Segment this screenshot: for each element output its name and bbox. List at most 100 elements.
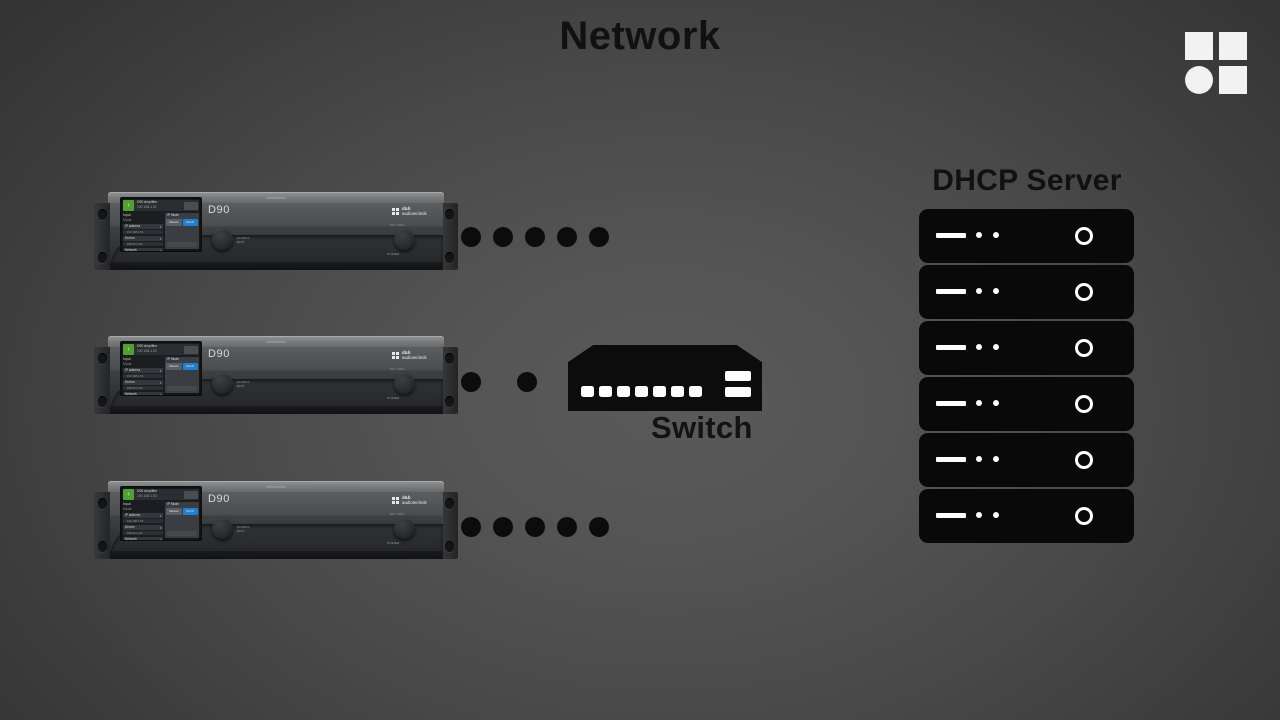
switch-port-icon[interactable] <box>653 386 666 397</box>
data-dot <box>525 227 545 247</box>
screen-menu-row[interactable]: Network <box>123 537 163 540</box>
data-trail-3 <box>461 517 609 537</box>
screen-dialog-confirm-button[interactable] <box>167 531 197 536</box>
brand-logo <box>1185 32 1247 94</box>
amp-scroll-knob-label-1: SCROLL <box>237 236 251 240</box>
data-dot <box>461 372 481 392</box>
screen-dialog-button-manual[interactable]: Manual <box>166 508 182 515</box>
screen-dialog-button-manual[interactable]: Manual <box>166 363 182 370</box>
screen-ok-button[interactable] <box>184 490 198 499</box>
screen-menu-row-value: 192.168.1.51 <box>123 230 163 234</box>
server-unit[interactable] <box>919 209 1134 263</box>
screen-dialog-button-dhcp[interactable]: DHCP <box>182 219 198 226</box>
screen-dialog[interactable]: IP Mode Manual DHCP <box>165 357 199 393</box>
power-ring-icon[interactable] <box>1075 395 1093 413</box>
slot-bar-icon <box>936 345 966 350</box>
switch-port-icon[interactable] <box>671 386 684 397</box>
power-ring-icon[interactable] <box>1075 227 1093 245</box>
status-led-icon <box>993 232 999 238</box>
server-unit[interactable] <box>919 265 1134 319</box>
screen-dialog-button-dhcp[interactable]: DHCP <box>182 508 198 515</box>
amp-power-knob-label-1: ON / OFF <box>390 367 405 371</box>
brand-grid-icon <box>392 497 399 505</box>
status-led-icon <box>993 288 999 294</box>
brand-grid-icon <box>392 352 399 360</box>
amplifier-unit-2[interactable]: ‹ D90 Amplifier 192.168.1.52 Input Mode … <box>94 336 458 414</box>
rack-screw-hole-icon <box>98 498 107 509</box>
amp-brand-line-2: audiotechnik <box>402 210 427 216</box>
network-switch[interactable] <box>568 345 762 411</box>
amp-power-knob[interactable] <box>394 373 415 394</box>
screen-title-text: D90 Amplifier 192.168.1.53 <box>136 489 182 500</box>
screen-subtitle: 192.168.1.53 <box>137 494 157 498</box>
rack-screw-hole-icon <box>445 252 454 263</box>
power-ring-icon[interactable] <box>1075 451 1093 469</box>
screen-ok-button[interactable] <box>184 201 198 210</box>
amp-chassis-bottom <box>110 262 443 270</box>
amplifier-unit-1[interactable]: ‹ D90 Amplifier 192.168.1.51 Input Mode … <box>94 192 458 270</box>
rack-screw-hole-icon <box>98 209 107 220</box>
amp-power-knob[interactable] <box>394 518 415 539</box>
screen-menu-list[interactable]: Input Mode IP address 192.168.1.52 Devic… <box>123 357 163 395</box>
server-unit[interactable] <box>919 489 1134 543</box>
power-ring-icon[interactable] <box>1075 283 1093 301</box>
status-led-icon <box>976 232 982 238</box>
back-arrow-icon[interactable]: ‹ <box>123 200 134 211</box>
screen-menu-row[interactable]: Network <box>123 248 163 251</box>
switch-port-icon[interactable] <box>581 386 594 397</box>
dhcp-server-stack[interactable] <box>919 209 1134 543</box>
screen-menu-subheading: Mode <box>123 361 132 366</box>
screen-dialog-buttons[interactable]: Manual DHCP <box>166 363 198 370</box>
switch-port-row[interactable] <box>581 386 702 397</box>
power-ring-icon[interactable] <box>1075 507 1093 525</box>
status-led-icon <box>993 344 999 350</box>
rack-ear-left <box>94 492 111 559</box>
amp-brand-line-2: audiotechnik <box>402 499 427 505</box>
amp-display-screen[interactable]: ‹ D90 Amplifier 192.168.1.51 Input Mode … <box>120 197 202 252</box>
screen-menu-row-value: D90 Amp 03 <box>123 531 163 535</box>
server-unit[interactable] <box>919 433 1134 487</box>
amp-scroll-knob[interactable] <box>212 518 233 539</box>
server-unit[interactable] <box>919 377 1134 431</box>
screen-menu-row-value: D90 Amp 02 <box>123 386 163 390</box>
back-arrow-icon[interactable]: ‹ <box>123 489 134 500</box>
amplifier-unit-3[interactable]: ‹ D90 Amplifier 192.168.1.53 Input Mode … <box>94 481 458 559</box>
amp-display-screen[interactable]: ‹ D90 Amplifier 192.168.1.52 Input Mode … <box>120 341 202 396</box>
screen-dialog-confirm-button[interactable] <box>167 386 197 391</box>
server-unit[interactable] <box>919 321 1134 375</box>
status-led-icon <box>976 400 982 406</box>
status-led-icon <box>976 456 982 462</box>
screen-menu-row[interactable]: Device <box>123 525 163 530</box>
rack-ear-right <box>441 492 458 559</box>
screen-menu-row[interactable]: Device <box>123 236 163 241</box>
power-ring-icon[interactable] <box>1075 339 1093 357</box>
screen-dialog-buttons[interactable]: Manual DHCP <box>166 219 198 226</box>
amp-display-screen[interactable]: ‹ D90 Amplifier 192.168.1.53 Input Mode … <box>120 486 202 541</box>
screen-dialog-button-dhcp[interactable]: DHCP <box>182 363 198 370</box>
screen-menu-list[interactable]: Input Mode IP address 192.168.1.51 Devic… <box>123 213 163 251</box>
rack-ear-right <box>441 203 458 270</box>
screen-menu-row[interactable]: Network <box>123 392 163 395</box>
screen-menu-row[interactable]: IP address <box>123 368 163 373</box>
screen-dialog-confirm-button[interactable] <box>167 242 197 247</box>
back-arrow-icon[interactable]: ‹ <box>123 344 134 355</box>
amp-scroll-knob[interactable] <box>212 229 233 250</box>
screen-dialog[interactable]: IP Mode Manual DHCP <box>165 502 199 538</box>
screen-menu-list[interactable]: Input Mode IP address 192.168.1.53 Devic… <box>123 502 163 540</box>
screen-title-bar: ‹ D90 Amplifier 192.168.1.53 <box>123 489 199 500</box>
screen-ok-button[interactable] <box>184 345 198 354</box>
screen-dialog-button-manual[interactable]: Manual <box>166 219 182 226</box>
switch-port-icon[interactable] <box>617 386 630 397</box>
screen-dialog[interactable]: IP Mode Manual DHCP <box>165 213 199 249</box>
screen-dialog-buttons[interactable]: Manual DHCP <box>166 508 198 515</box>
amp-brand-logo: d&b audiotechnik <box>392 206 427 216</box>
screen-menu-row[interactable]: Device <box>123 380 163 385</box>
switch-port-icon[interactable] <box>635 386 648 397</box>
amp-power-knob[interactable] <box>394 229 415 250</box>
screen-menu-row[interactable]: IP address <box>123 513 163 518</box>
amp-scroll-knob[interactable] <box>212 373 233 394</box>
switch-port-icon[interactable] <box>599 386 612 397</box>
switch-port-icon[interactable] <box>689 386 702 397</box>
screen-menu-row-value: 192.168.1.52 <box>123 374 163 378</box>
screen-menu-row[interactable]: IP address <box>123 224 163 229</box>
